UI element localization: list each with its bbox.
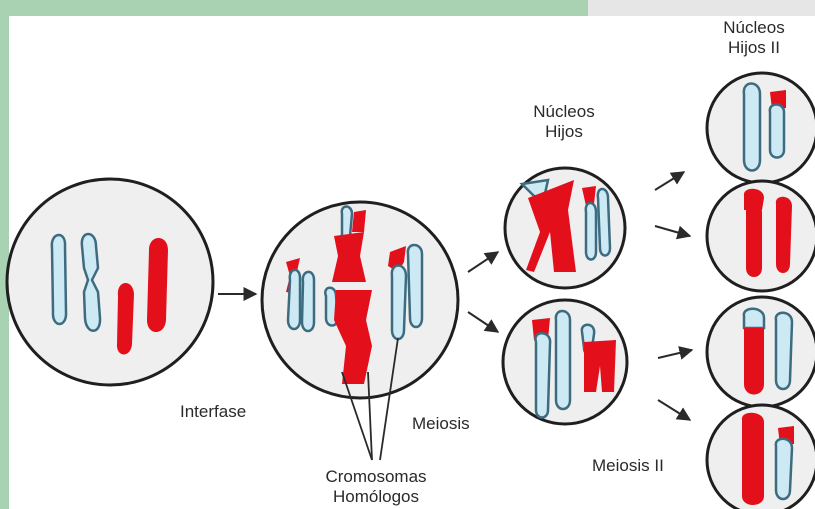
- cell-daughter-bottom: [503, 300, 627, 424]
- cell-circle-icon: [7, 179, 213, 385]
- chromosome-icon: [556, 311, 570, 409]
- chromosome-icon: [52, 235, 66, 324]
- chromosome-icon: [742, 413, 764, 505]
- chromosome-icon: [302, 272, 314, 331]
- chromosome-icon: [744, 84, 760, 171]
- chromosome-icon: [147, 238, 168, 332]
- chromosome-icon: [770, 105, 784, 158]
- label-interfase: Interfase: [180, 402, 246, 422]
- chromosome-icon: [598, 189, 610, 256]
- chromosome-icon: [744, 328, 764, 395]
- chromosome-icon: [117, 283, 134, 355]
- cell-interfase: [7, 179, 213, 385]
- label-cromosomas-line1: Cromosomas: [306, 467, 446, 487]
- chromosome-icon: [288, 270, 300, 329]
- chromosome-icon: [392, 266, 406, 340]
- arrow-right-icon: [655, 172, 684, 190]
- label-nucleos-hijos-line2: Hijos: [514, 122, 614, 142]
- label-meiosis: Meiosis: [412, 414, 470, 434]
- chromosome-icon: [744, 309, 764, 328]
- chromosome-icon: [408, 245, 422, 327]
- chromosome-icon: [352, 210, 366, 232]
- arrow-right-icon: [658, 350, 692, 358]
- arrow-right-icon: [468, 312, 498, 332]
- label-cromosomas-line2: Homólogos: [306, 487, 446, 507]
- chromosome-icon: [776, 313, 792, 389]
- arrow-right-icon: [468, 252, 498, 272]
- cell-homologs: [262, 202, 458, 398]
- chromosome-icon: [776, 197, 792, 273]
- arrow-right-icon: [655, 226, 690, 236]
- chromosome-icon: [746, 203, 762, 277]
- label-meiosis-ii: Meiosis II: [592, 456, 664, 476]
- cell-hijos-ii-2: [707, 181, 815, 291]
- label-cromosomas-homologos: Cromosomas Homólogos: [306, 467, 446, 507]
- label-nucleos-hijos-ii-line2: Hijos II: [704, 38, 804, 58]
- chromosome-icon: [535, 333, 550, 417]
- chromosome-icon: [586, 203, 596, 260]
- arrow-right-icon: [658, 400, 690, 420]
- cell-hijos-ii-1: [707, 73, 815, 183]
- chromosome-icon: [776, 439, 792, 499]
- label-nucleos-hijos: Núcleos Hijos: [514, 102, 614, 142]
- cell-hijos-ii-4: [707, 405, 815, 509]
- label-nucleos-hijos-ii-line1: Núcleos: [704, 18, 804, 38]
- cell-daughter-top: [505, 168, 625, 288]
- label-nucleos-hijos-ii: Núcleos Hijos II: [704, 18, 804, 58]
- cell-hijos-ii-3: [707, 297, 815, 407]
- label-nucleos-hijos-line1: Núcleos: [514, 102, 614, 122]
